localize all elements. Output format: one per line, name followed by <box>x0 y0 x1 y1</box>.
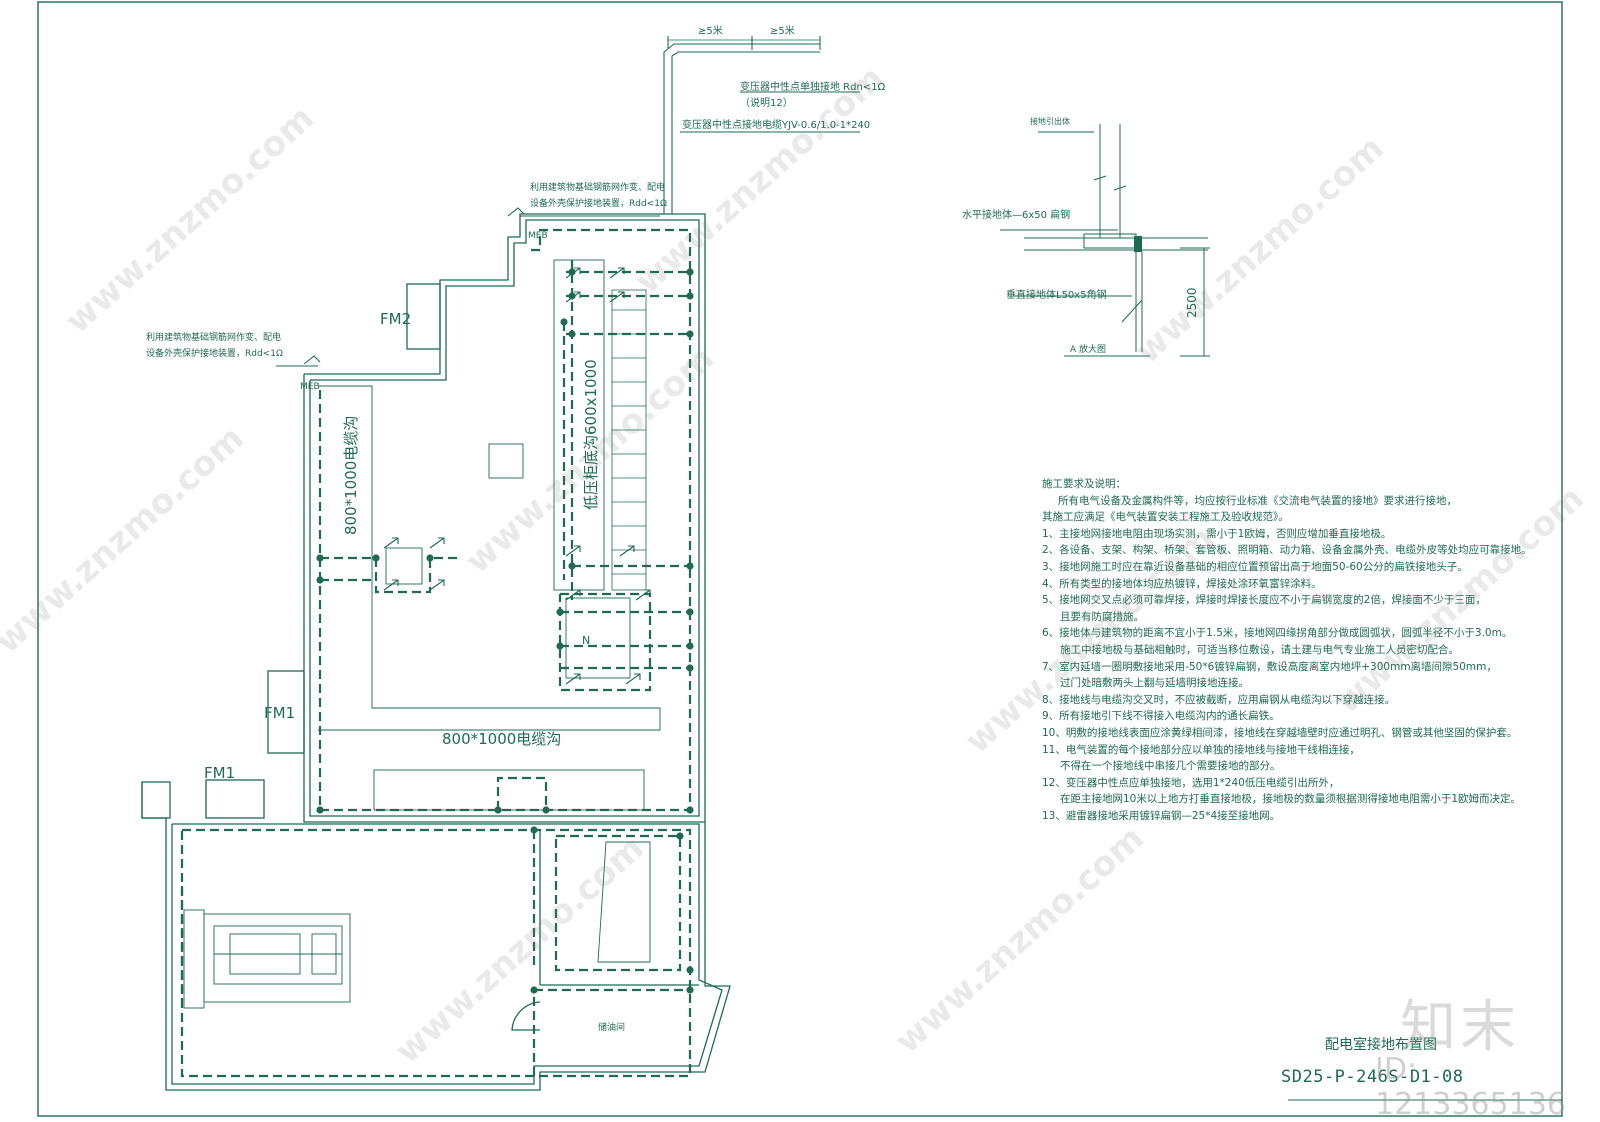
note-item: 9、所有接地引下线不得接入电缆沟内的通长扁铁。 <box>1042 710 1280 723</box>
note-item: 1、主接地网接地电阻由现场实测，需小于1欧姆，否则应增加垂直接地极。 <box>1042 527 1392 540</box>
note-item: 10、明敷的接地线表面应涂黄绿相间漆，接地线在穿越墙壁时应通过明孔、钢管或其他坚… <box>1042 726 1518 739</box>
note-item: 在距主接地网10米以上地方打垂直接地极，接地极的数量须根据测得接地电阻需小于1欧… <box>1060 793 1522 806</box>
detail-vertical-label: 垂直接地体L50x5角钢 <box>1006 288 1107 301</box>
drawing-code: SD25-P-246S-D1-08 <box>1281 1067 1464 1087</box>
fm1-a-label: FM1 <box>264 704 295 722</box>
brand-logo: 知末 <box>1400 995 1520 1060</box>
lv-cabinets <box>611 289 647 591</box>
note-item: 4、所有类型的接地体均应热镀锌，焊接处涂环氧富锌涂料。 <box>1042 577 1322 590</box>
meb-top-label: MEB <box>528 231 548 241</box>
note-item: 6、接地体与建筑物的距离不宜小于1.5米，接地网四缘拐角部分做成圆弧状，圆弧半径… <box>1042 627 1513 640</box>
n-label: N <box>582 634 590 647</box>
meb-left-label: MEB <box>300 382 320 392</box>
fm1-b-label: FM1 <box>204 764 235 782</box>
note-item: 不得在一个接地线中串接几个需要接地的部分。 <box>1060 760 1281 773</box>
note-item: 施工中接地极与基础相触时，可适当移位敷设，请土建与电气专业施工人员密切配合。 <box>1060 643 1459 656</box>
note-item: 12、变压器中性点应单独接地，选用1*240低压电缆引出所外， <box>1042 776 1340 789</box>
lv-trench-label: 低压柜底沟600x1000 <box>582 359 600 510</box>
note-item: 11、电气装置的每个接地部分应以单独的接地线与接地干线相连接， <box>1042 743 1360 756</box>
trench-horizontal-label: 800*1000电缆沟 <box>442 730 561 748</box>
detail-dim-2500: 2500 <box>1185 287 1199 318</box>
notes-intro-1: 所有电气设备及金属构件等，均应按行业标准《交流电气装置的接地》要求进行接地， <box>1058 494 1457 507</box>
note-ref-label: （说明12） <box>740 96 793 109</box>
rebar-top-line1: 利用建筑物基础钢筋网作变、配电 <box>530 181 665 193</box>
sheet-border <box>37 1 1563 1117</box>
oil-room-label: 储油间 <box>598 1021 625 1033</box>
note-item: 3、接地网施工时应在靠近设备基础的相应位置预留出高于地面50-60公分的扁铁接地… <box>1042 560 1468 573</box>
building-walls <box>141 213 731 1091</box>
note-item: 8、接地线与电缆沟交叉时，不应被截断，应用扁钢从电缆沟以下穿越连接。 <box>1042 693 1396 706</box>
detail-a-labels: 接地引出体 水平接地体—6x50 扁钢 垂直接地体L50x5角钢 2500 A … <box>962 116 1199 355</box>
ground-rod-arrows <box>383 267 651 685</box>
rebar-left-line2: 设备外壳保护接地装置，Rdd<1Ω <box>146 347 283 359</box>
rebar-left-line1: 利用建筑物基础钢筋网作变、配电 <box>146 331 281 343</box>
notes-heading: 施工要求及说明： <box>1042 478 1126 490</box>
neutral-ground-cable <box>276 36 860 367</box>
image-id-label: ID: 1213365136 <box>1375 1052 1566 1122</box>
cable-trench <box>318 259 661 811</box>
note-item: 且要有防腐措施。 <box>1060 610 1144 623</box>
grid-nodes <box>316 268 694 994</box>
note-item: 2、各设备、支架、构架、桥架、套管板、照明箱、动力箱、设备金属外壳、电缆外皮等处… <box>1042 544 1532 557</box>
neutral-ground-label: 变压器中性点单独接地 Rdn<1Ω <box>740 80 886 93</box>
note-item: 7、室内延墙一圈明敷接地采用-50*6镀锌扁钢，敷设高度离室内地坪+300mm离… <box>1042 660 1497 673</box>
note-item: 13、避雷器接地采用镀锌扁钢—25*4接至接地网。 <box>1042 809 1281 822</box>
construction-notes: 施工要求及说明： 所有电气设备及金属构件等，均应按行业标准《交流电气装置的接地》… <box>1042 476 1532 824</box>
detail-horizontal-label: 水平接地体—6x50 扁钢 <box>962 208 1070 221</box>
generator-set <box>183 841 651 1009</box>
dim-right-label: ≥5米 <box>770 24 795 37</box>
dim-left-label: ≥5米 <box>698 24 723 37</box>
fm2-label: FM2 <box>380 310 411 328</box>
notes-intro-2: 其施工应满足《电气装置安装工程施工及验收规范》。 <box>1042 511 1289 524</box>
neutral-cable-label: 变压器中性点接地电缆YJV-0.6/1.0-1*240 <box>682 118 870 131</box>
trench-vertical-label: 800*1000电缆沟 <box>342 416 360 535</box>
rebar-top-line2: 设备外壳保护接地装置，Rdd<1Ω <box>530 197 667 209</box>
detail-a <box>1000 124 1210 357</box>
detail-lead-out-label: 接地引出体 <box>1030 116 1070 126</box>
note-item: 过门处暗敷两头上翻与延墙明接地连接。 <box>1060 677 1249 690</box>
drawing-title: 配电室接地布置图 <box>1325 1037 1437 1053</box>
detail-caption: A 放大图 <box>1070 343 1106 355</box>
plan-annotations: ≥5米 ≥5米 变压器中性点单独接地 Rdn<1Ω （说明12） 变压器中性点接… <box>146 24 886 1033</box>
note-item: 5、接地网交叉点必须可靠焊接，焊接时焊接长度应不小于扁钢宽度的2倍，焊接面不少于… <box>1042 594 1486 607</box>
